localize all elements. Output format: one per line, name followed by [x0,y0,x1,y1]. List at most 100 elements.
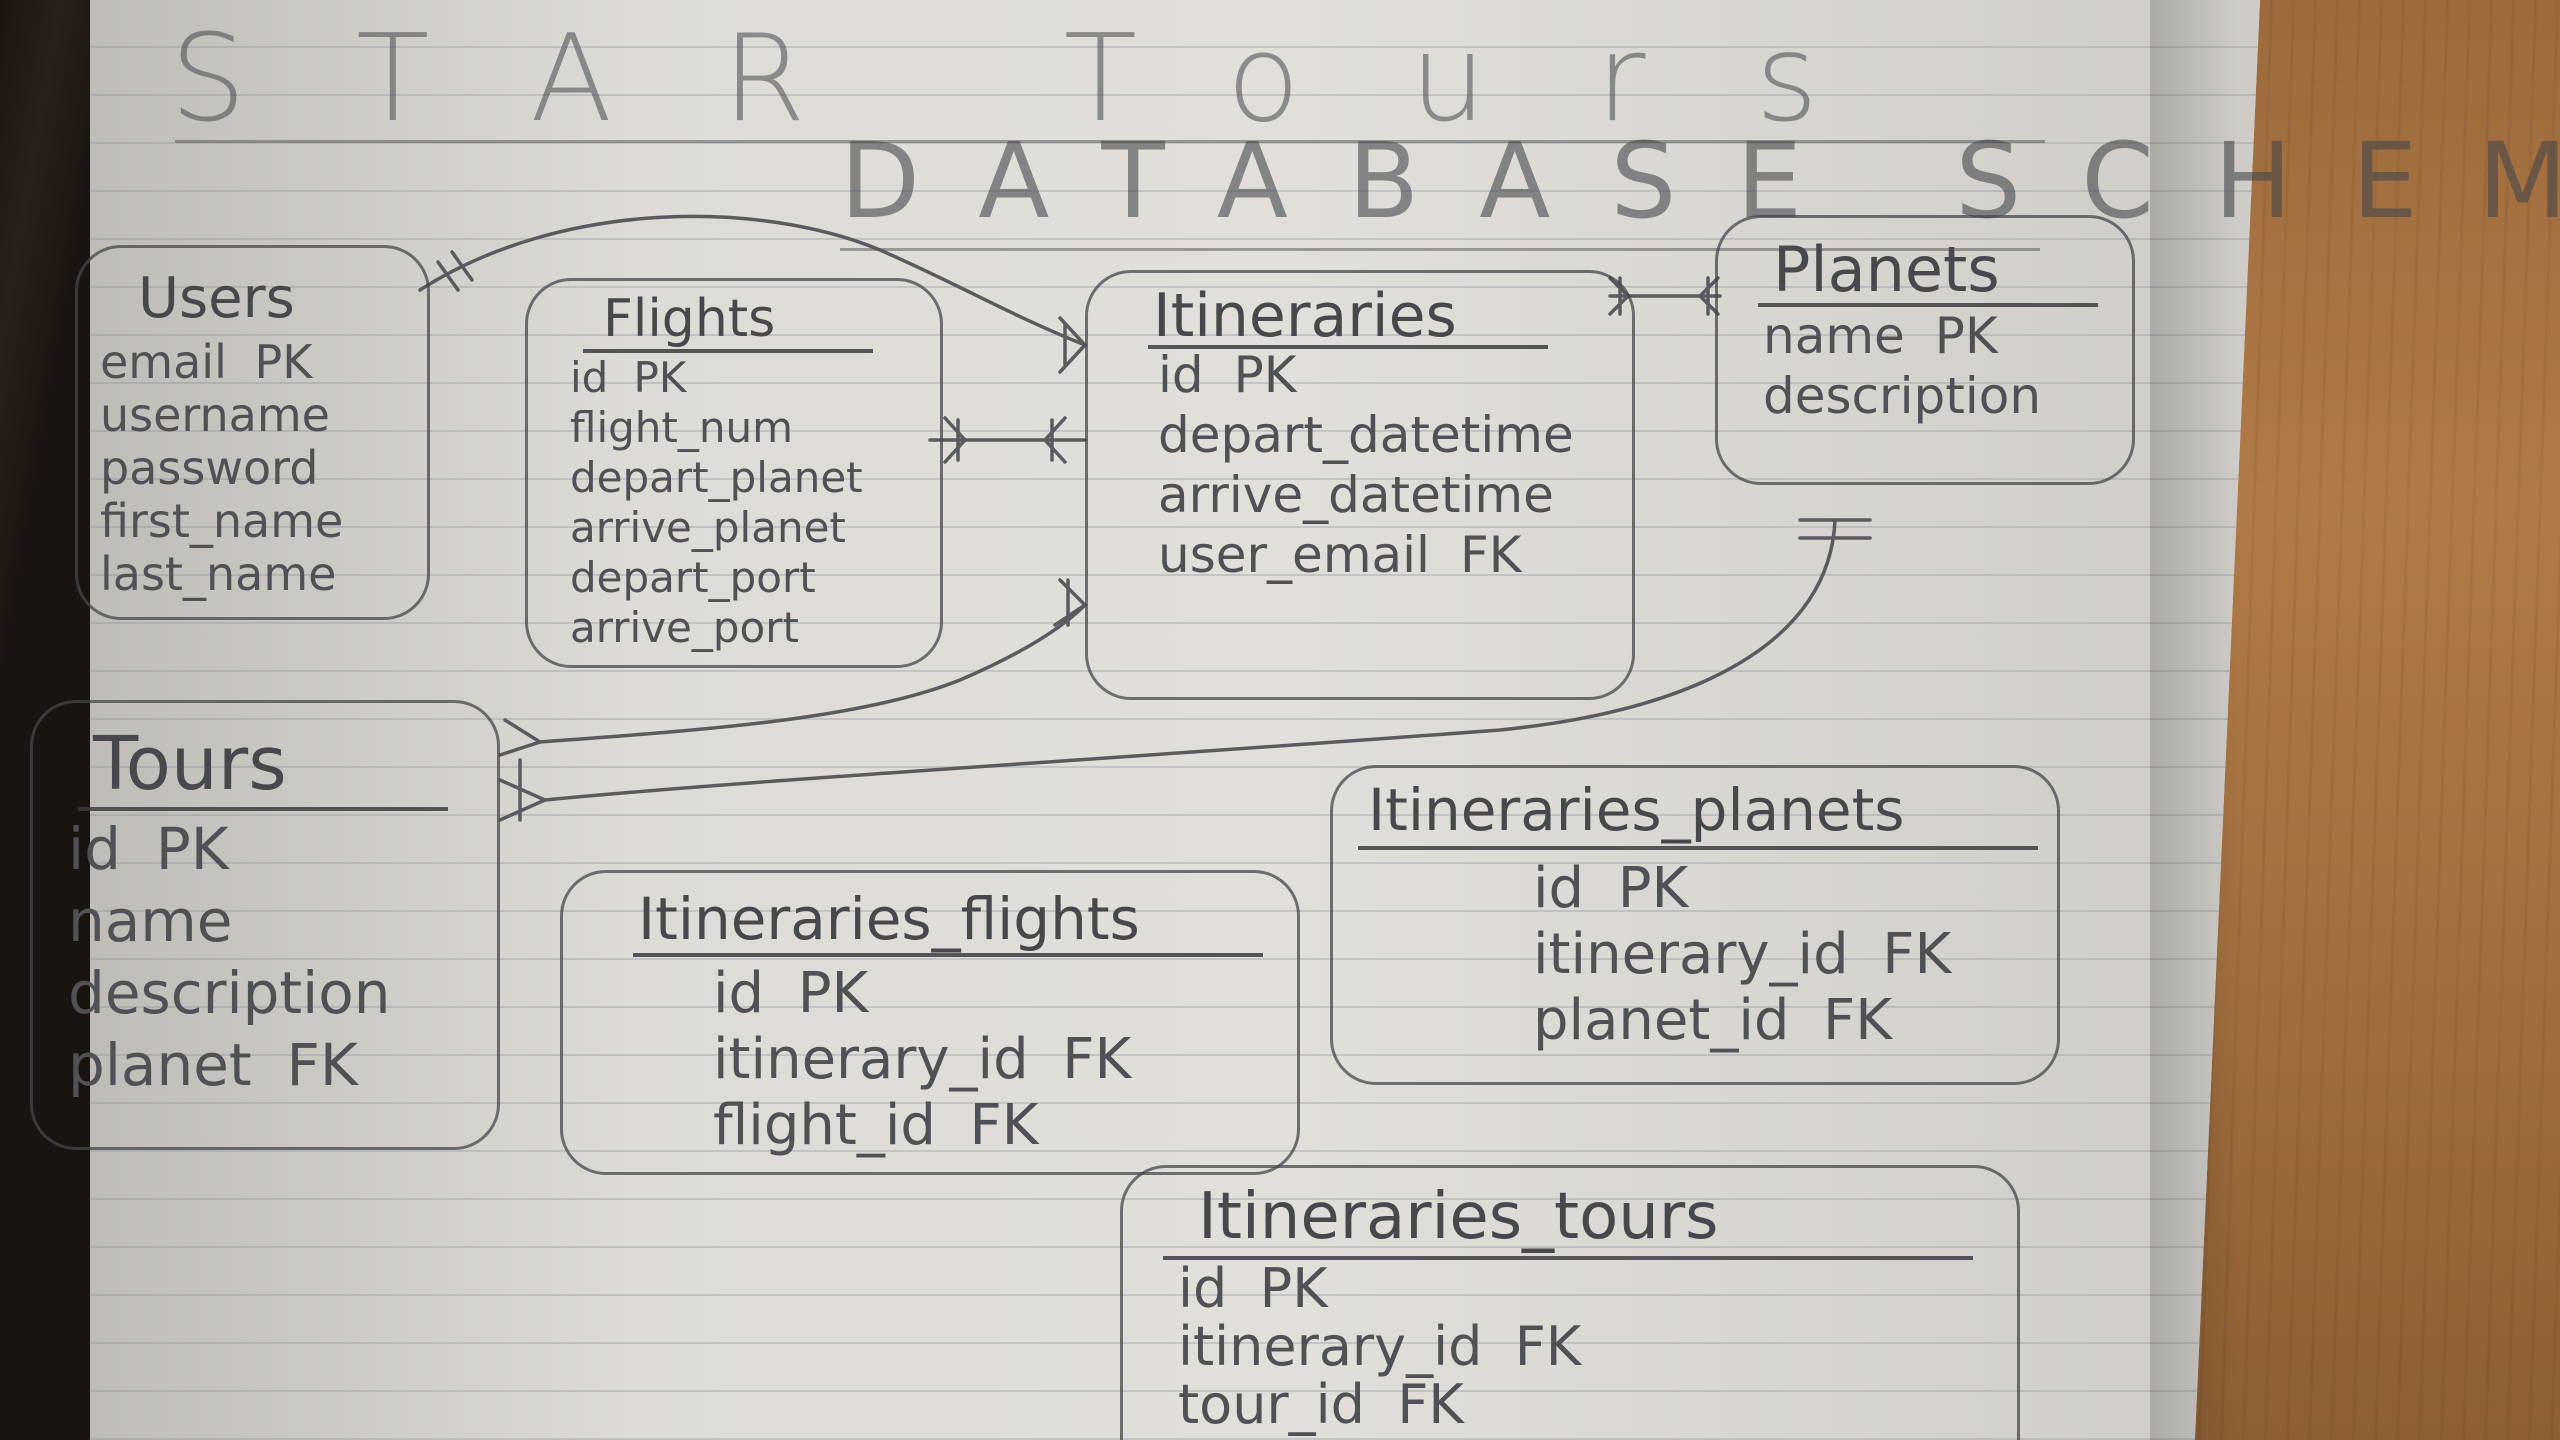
field-name: description [1763,367,2042,425]
field-row: description [68,957,390,1029]
field-name: id [713,961,765,1026]
entity-name: Itineraries_flights [638,885,1140,953]
primary-key-marker: PK [1617,856,1689,921]
entity-name: Tours [93,721,287,807]
field-name: id [1178,1257,1228,1320]
field-row: id PK [713,961,1131,1027]
field-name: arrive_planet [570,503,846,552]
field-row: planet_id FK [1533,988,1951,1054]
field-row: id PK [1158,345,1574,405]
field-name: planet_id [1533,988,1790,1053]
foreign-key-marker: FK [969,1093,1039,1158]
primary-key-marker: PK [633,353,687,402]
primary-key-marker: PK [155,815,229,883]
field-row: description [1763,366,2041,426]
link-users-itineraries [418,214,1087,347]
field-name: id [1158,346,1204,404]
header-rule [1758,303,2098,307]
field-name: name [1763,307,1905,365]
foreign-key-marker: FK [1823,988,1892,1053]
subtitle-underline [840,248,2040,251]
header-rule [633,953,1263,957]
header-rule [1148,345,1548,349]
entity-name: Flights [603,289,776,349]
field-row: name PK [1763,306,2041,366]
paper-edge-shadow [2150,0,2240,1440]
field-name: id [1533,856,1585,921]
planets-one-mark [1798,518,1872,540]
title-underline [175,140,2045,143]
field-name: tour_id [1178,1373,1365,1436]
field-row: password [100,442,343,495]
lined-paper-sheet [90,0,2260,1440]
field-name: user_email [1158,526,1430,584]
itineraries-many-mark-2 [1042,416,1067,464]
primary-key-marker: PK [1259,1257,1328,1320]
field-row: id PK [1533,856,1951,922]
link-tours-itineraries [538,603,1087,744]
field-name: first_name [100,494,344,548]
header-rule [583,349,873,353]
link-tours-planets [543,518,1837,802]
entity-name: Itineraries [1153,281,1457,351]
field-row: depart_datetime [1158,405,1574,465]
field-row: last_name [100,548,343,601]
field-name: email [100,335,227,389]
diagram-subtitle: DATABASE SCHEMA [840,120,2560,242]
entity-name: Planets [1773,233,2000,306]
planets-many-mark [1697,276,1720,316]
field-row: arrive_datetime [1158,465,1574,525]
header-rule [78,807,448,811]
field-name: flight_num [570,403,794,452]
field-name: itinerary_id [1178,1315,1483,1378]
foreign-key-marker: FK [286,1031,358,1099]
field-row: email PK [100,336,343,389]
diagram-title: STAR Tours [170,10,1929,149]
primary-key-marker: PK [254,335,313,389]
primary-key-marker: PK [1934,307,1998,365]
entity-name: Itineraries_planets [1368,776,1905,844]
flights-many-mark [943,416,968,464]
field-name: planet [68,1031,252,1099]
field-name: description [68,959,391,1027]
field-name: depart_planet [570,453,863,502]
field-row: username [100,389,343,442]
field-row: flight_id FK [713,1093,1131,1159]
field-name: depart_datetime [1158,406,1574,464]
primary-key-marker: PK [1233,346,1297,404]
field-name: arrive_port [570,603,799,652]
foreign-key-marker: FK [1882,922,1952,987]
field-row: arrive_planet [570,503,863,553]
field-name: itinerary_id [713,1027,1029,1092]
field-row: depart_port [570,553,863,603]
field-name: username [100,388,330,442]
tours-many-mark [498,718,550,822]
field-name: name [68,887,233,955]
primary-key-marker: PK [797,961,869,1026]
field-name: flight_id [713,1093,936,1158]
field-name: last_name [100,547,337,601]
foreign-key-marker: FK [1397,1373,1464,1436]
field-row: flight_num [570,403,863,453]
field-name: password [100,441,319,495]
